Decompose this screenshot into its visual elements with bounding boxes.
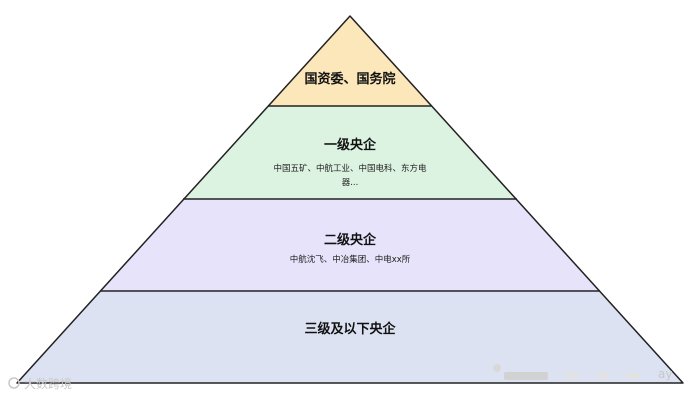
- pyramid-tier-second: 一级央企 中国五矿、中航工业、中国电科、东方电 器...: [183, 106, 517, 199]
- tier-2-detail-line-2: 器...: [342, 178, 359, 188]
- tier-3-title: 二级央企: [324, 232, 377, 248]
- watermark-left-text: 大数跨境: [24, 376, 72, 391]
- watermark-right-blur-4: [626, 373, 640, 379]
- tier-2-shape: [183, 106, 517, 199]
- pyramid-tier-base: 三级及以下央企: [17, 291, 683, 383]
- tier-4-shape: [17, 291, 683, 383]
- watermark-right-text: ay: [658, 367, 672, 381]
- tier-3-shape: [100, 199, 600, 291]
- tier-2-detail-line-1: 中国五矿、中航工业、中国电科、东方电: [273, 163, 427, 174]
- tier-2-title: 一级央企: [324, 137, 377, 153]
- pyramid-outline: [16, 15, 684, 384]
- tier-1-shape: [268, 16, 432, 106]
- watermark-right-blur-2: [566, 373, 578, 379]
- watermark-right-logo-icon: [493, 364, 501, 372]
- watermark-left: 大数跨境: [8, 376, 72, 391]
- tier-4-title: 三级及以下央企: [304, 321, 396, 337]
- pyramid-tier-third: 二级央企 中航沈飞、中冶集团、中电xx所: [100, 199, 600, 291]
- watermark-logo-icon: [8, 377, 20, 389]
- watermark-right-blur-1: [504, 372, 548, 380]
- watermark-right: ay: [493, 364, 672, 381]
- tier-3-detail-line-1: 中航沈飞、中冶集团、中电xx所: [290, 254, 411, 265]
- tier-1-title: 国资委、国务院: [304, 71, 395, 87]
- watermark-right-blur-3: [597, 373, 609, 379]
- pyramid-tier-top: 国资委、国务院: [268, 16, 432, 106]
